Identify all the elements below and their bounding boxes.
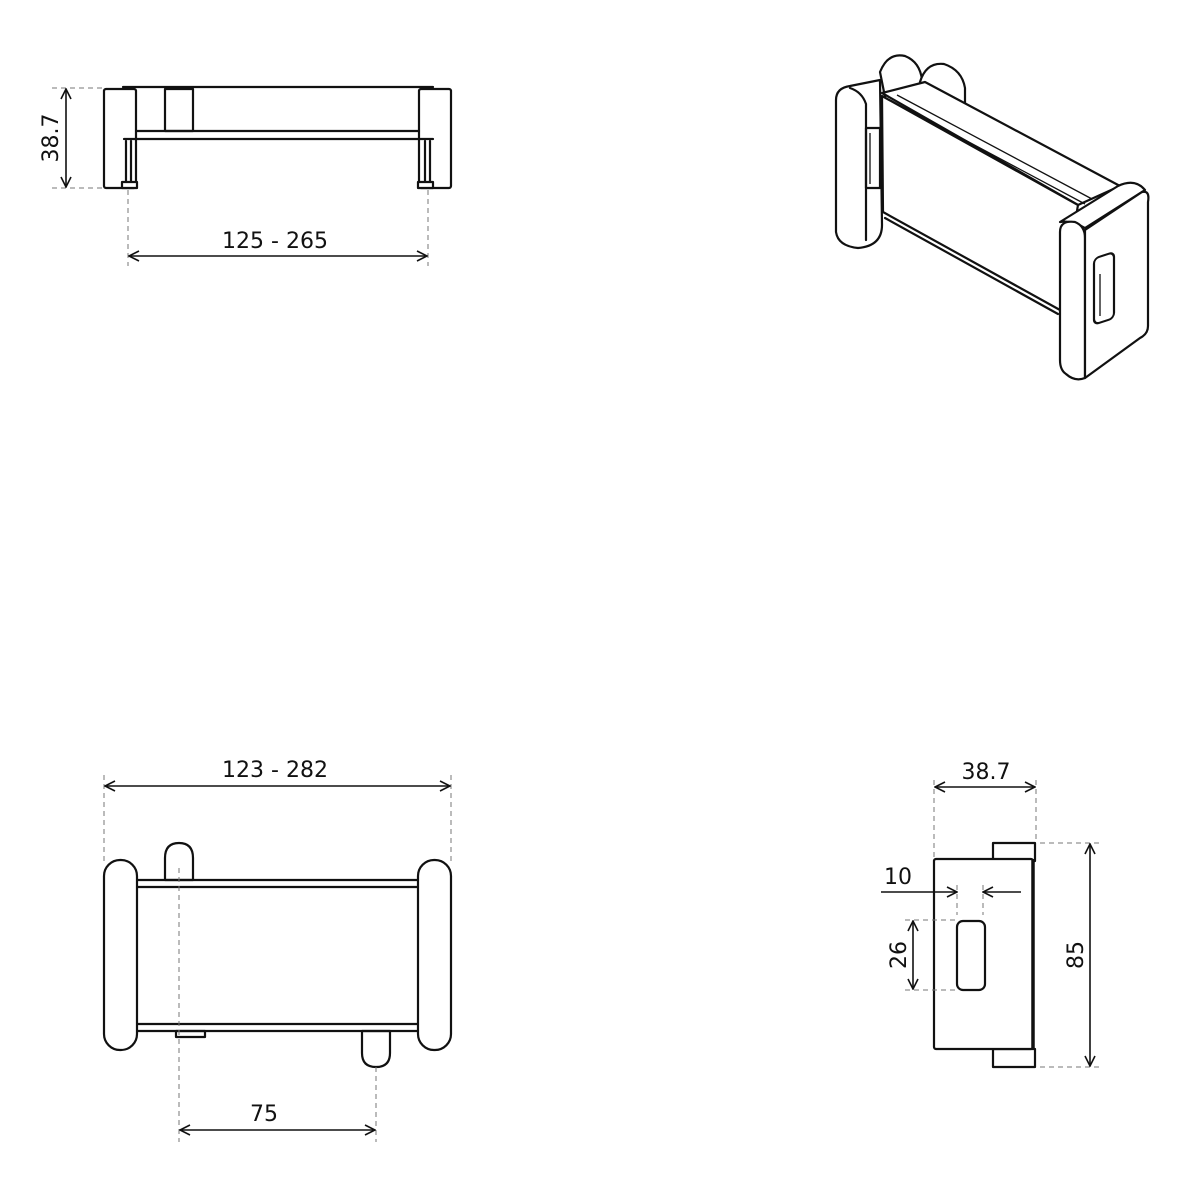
slot-offset-label: 10 <box>884 865 912 890</box>
height-dimension-label: 38.7 <box>39 114 64 163</box>
side-view: 38.7 125 - 265 <box>39 85 453 266</box>
knob-spacing-label: 75 <box>250 1102 278 1127</box>
width-dimension-label: 125 - 265 <box>222 229 328 254</box>
depth-label: 38.7 <box>962 760 1011 785</box>
overall-width-label: 123 - 282 <box>222 758 328 783</box>
slot-height-label: 26 <box>887 941 912 969</box>
isometric-view <box>834 54 1150 381</box>
end-view: 38.7 10 26 85 <box>881 760 1102 1069</box>
top-view: 123 - 282 75 <box>102 758 453 1142</box>
height-label: 85 <box>1064 941 1089 969</box>
slot <box>955 919 987 992</box>
